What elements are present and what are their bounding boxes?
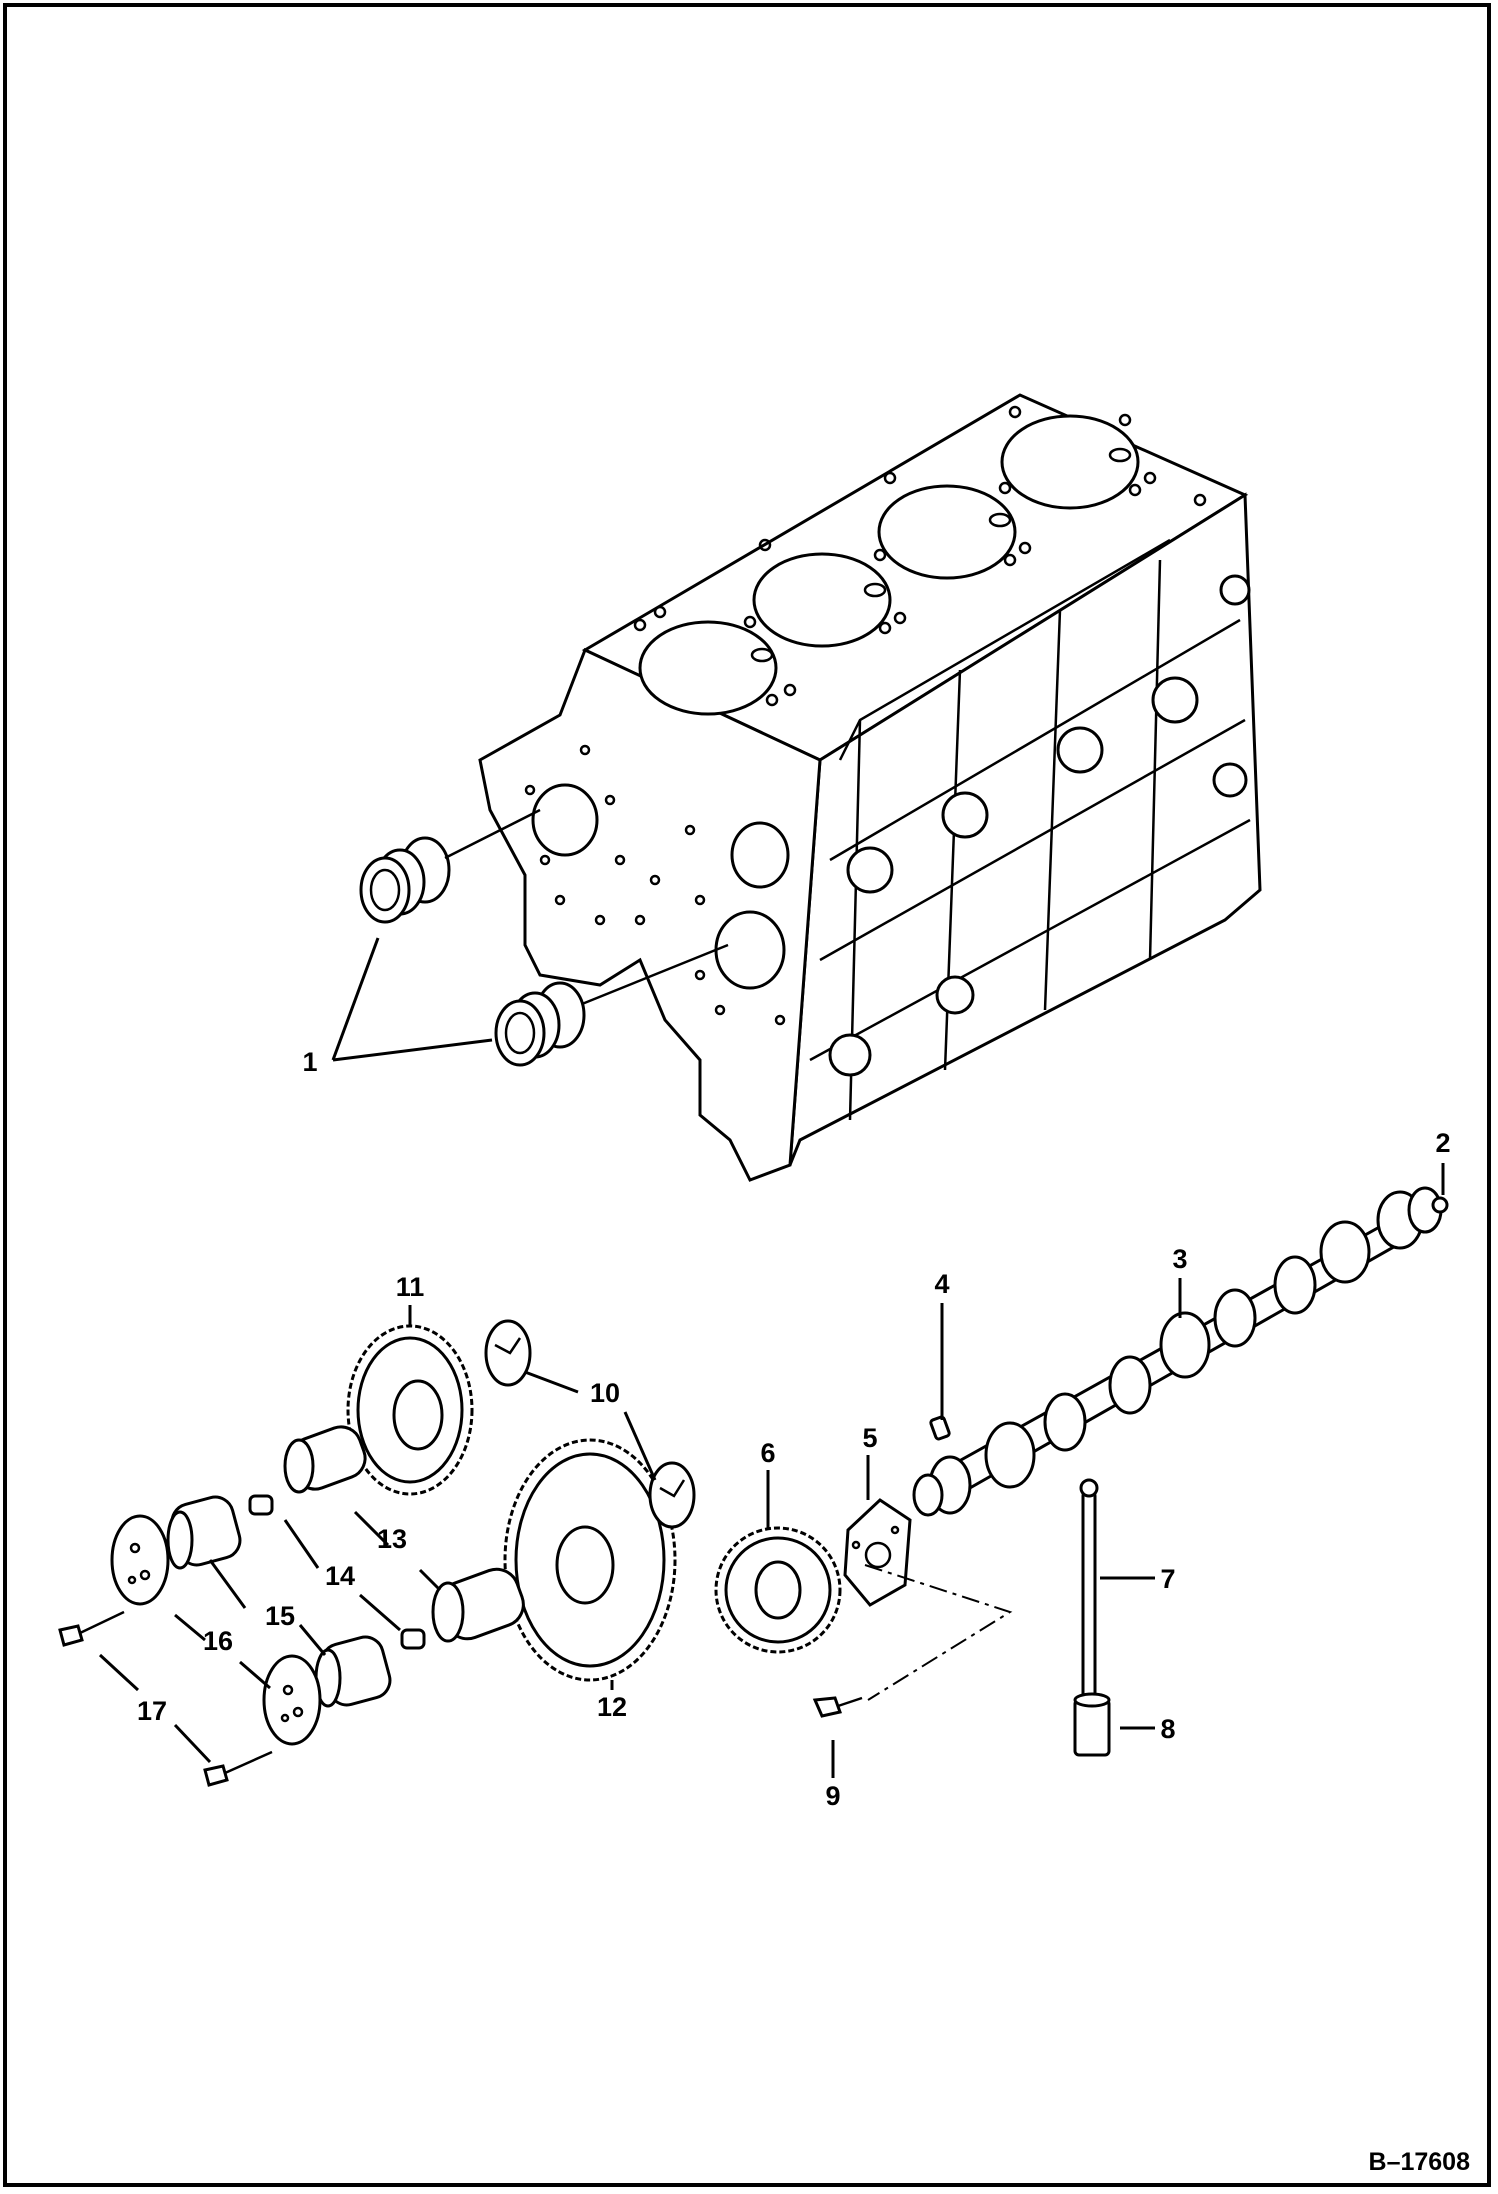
idle-shaft-lower (314, 1635, 392, 1708)
seal-upper-guide (444, 808, 541, 860)
front-bore-lower (714, 910, 786, 990)
collar-upper (248, 1494, 274, 1516)
callout-15: 15 (265, 1601, 295, 1631)
idle-gear-small (346, 1324, 474, 1496)
idle-bolt-upper (58, 1610, 125, 1647)
key (929, 1415, 951, 1441)
callout-17: 17 (137, 1696, 167, 1726)
block-front-face (478, 647, 822, 1182)
camshaft-nose (912, 1473, 944, 1517)
callout-6: 6 (760, 1438, 775, 1468)
camshaft (912, 1186, 1443, 1517)
callout-2: 2 (1435, 1128, 1450, 1158)
callout-12: 12 (597, 1692, 627, 1722)
bolt-path (864, 1564, 1013, 1701)
camshaft-gear (714, 1526, 842, 1654)
cylinder-bore-2 (752, 552, 892, 648)
front-bore-upper (531, 783, 599, 857)
deck-holes (633, 405, 1207, 707)
tappet (1073, 1692, 1111, 1757)
callout-14: 14 (325, 1561, 355, 1591)
cylinder-bore-1 (638, 620, 778, 716)
callout-8: 8 (1160, 1714, 1175, 1744)
cylinder-bore-3 (877, 484, 1017, 580)
idle-plate-upper (110, 1514, 170, 1606)
thrust-plate (843, 1498, 912, 1607)
idle-gear-large (503, 1438, 677, 1682)
seal-lower-guide (581, 943, 729, 1006)
callout-4: 4 (934, 1269, 949, 1299)
leader-lines (98, 937, 1445, 1778)
callout-11: 11 (396, 1272, 425, 1302)
drawing-frame (3, 3, 1491, 2187)
idle-shaft-upper (166, 1495, 242, 1570)
bushing-upper (283, 1425, 367, 1494)
idle-plate-lower (262, 1654, 322, 1746)
callout-5: 5 (862, 1423, 877, 1453)
oil-seal-lower (494, 981, 586, 1067)
callout-10: 10 (590, 1378, 620, 1408)
push-rod (1079, 1478, 1099, 1702)
front-face-holes (524, 744, 786, 1026)
callout-3: 3 (1172, 1244, 1187, 1274)
callout-13: 13 (377, 1524, 407, 1554)
idle-bolt-lower (203, 1750, 273, 1787)
thrust-collar-upper (484, 1319, 532, 1387)
drawing-reference-code: B–17608 (1369, 2148, 1471, 2176)
block-side-ribs (809, 538, 1251, 1121)
callout-labels: 1 2 3 4 5 6 7 8 9 10 11 12 13 14 15 16 1… (137, 1047, 1451, 1811)
collar-lower (400, 1628, 426, 1650)
bushing-lower (431, 1567, 525, 1643)
callout-1: 1 (302, 1047, 317, 1077)
engine-block (359, 393, 1262, 1182)
callout-9: 9 (825, 1781, 840, 1811)
oil-seal-upper (359, 836, 451, 924)
steel-ball (1431, 1196, 1449, 1214)
front-bore-right (730, 821, 790, 889)
thrust-plate-bolt (812, 1696, 863, 1718)
callout-7: 7 (1160, 1564, 1175, 1594)
thrust-collar-lower (648, 1461, 696, 1529)
cylinder-bore-4 (1000, 414, 1140, 510)
callout-16: 16 (203, 1626, 233, 1656)
